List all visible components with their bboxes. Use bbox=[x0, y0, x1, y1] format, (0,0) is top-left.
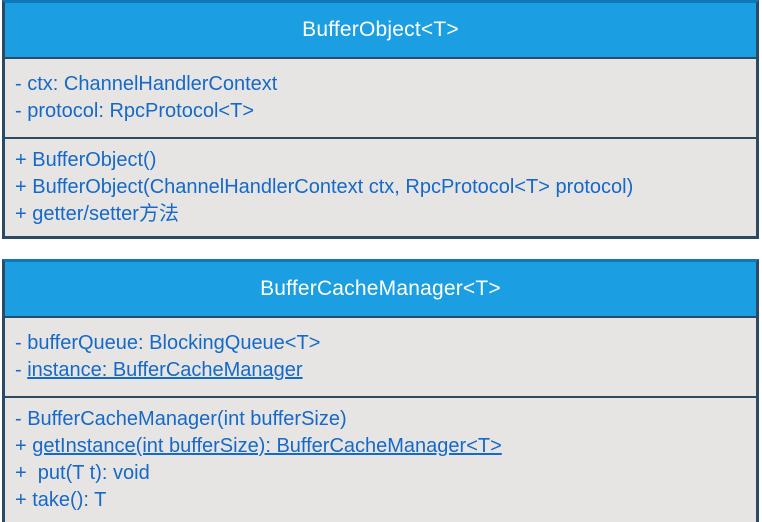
class-method: - BufferCacheManager(int bufferSize) bbox=[15, 406, 746, 433]
class-method-static: + getInstance(int bufferSize): BufferCac… bbox=[15, 433, 746, 460]
class-method: + getter/setter方法 bbox=[15, 201, 746, 228]
attribute-text: bufferQueue: BlockingQueue<T> bbox=[27, 332, 321, 354]
visibility-symbol: + bbox=[15, 176, 33, 198]
visibility-symbol: - bbox=[15, 73, 28, 95]
class-attribute: - bufferQueue: BlockingQueue<T> bbox=[15, 330, 746, 357]
class-box-bufferobject: BufferObject<T> - ctx: ChannelHandlerCon… bbox=[2, 0, 759, 239]
attribute-text: protocol: RpcProtocol<T> bbox=[27, 100, 254, 122]
class-method: + take(): T bbox=[15, 487, 746, 514]
method-text-static: getInstance(int bufferSize): BufferCache… bbox=[32, 435, 502, 457]
visibility-symbol: - bbox=[15, 408, 28, 430]
method-text: getter/setter方法 bbox=[32, 203, 179, 225]
class-box-buffercachemanager: BufferCacheManager<T> - bufferQueue: Blo… bbox=[2, 259, 759, 522]
class-name: BufferObject<T> bbox=[302, 18, 459, 41]
class-name: BufferCacheManager<T> bbox=[260, 277, 501, 300]
methods-section: - BufferCacheManager(int bufferSize) + g… bbox=[5, 396, 756, 522]
method-text: take(): T bbox=[32, 489, 107, 511]
class-method: + BufferObject(ChannelHandlerContext ctx… bbox=[15, 174, 746, 201]
class-attribute-static: - instance: BufferCacheManager bbox=[15, 357, 746, 384]
visibility-symbol: + bbox=[15, 435, 33, 457]
visibility-symbol: - bbox=[15, 100, 28, 122]
attribute-text: ctx: ChannelHandlerContext bbox=[27, 73, 278, 95]
class-attribute: - ctx: ChannelHandlerContext bbox=[15, 71, 746, 98]
attributes-section: - bufferQueue: BlockingQueue<T> - instan… bbox=[5, 316, 756, 396]
visibility-symbol: + bbox=[15, 149, 33, 171]
attributes-section: - ctx: ChannelHandlerContext - protocol:… bbox=[5, 57, 756, 137]
method-text: BufferCacheManager(int bufferSize) bbox=[27, 408, 347, 430]
method-text: BufferObject() bbox=[32, 149, 157, 171]
class-method: + put(T t): void bbox=[15, 460, 746, 487]
class-header: BufferObject<T> bbox=[5, 3, 756, 57]
class-attribute: - protocol: RpcProtocol<T> bbox=[15, 98, 746, 125]
visibility-symbol: + bbox=[15, 489, 33, 511]
methods-section: + BufferObject() + BufferObject(ChannelH… bbox=[5, 137, 756, 236]
method-text: put(T t): void bbox=[37, 462, 150, 484]
visibility-symbol: - bbox=[15, 332, 28, 354]
class-header: BufferCacheManager<T> bbox=[5, 262, 756, 316]
visibility-symbol: - bbox=[15, 359, 28, 381]
method-text: BufferObject(ChannelHandlerContext ctx, … bbox=[32, 176, 634, 198]
visibility-symbol: + bbox=[15, 462, 38, 484]
visibility-symbol: + bbox=[15, 203, 33, 225]
attribute-text-static: instance: BufferCacheManager bbox=[27, 359, 303, 381]
class-method: + BufferObject() bbox=[15, 147, 746, 174]
